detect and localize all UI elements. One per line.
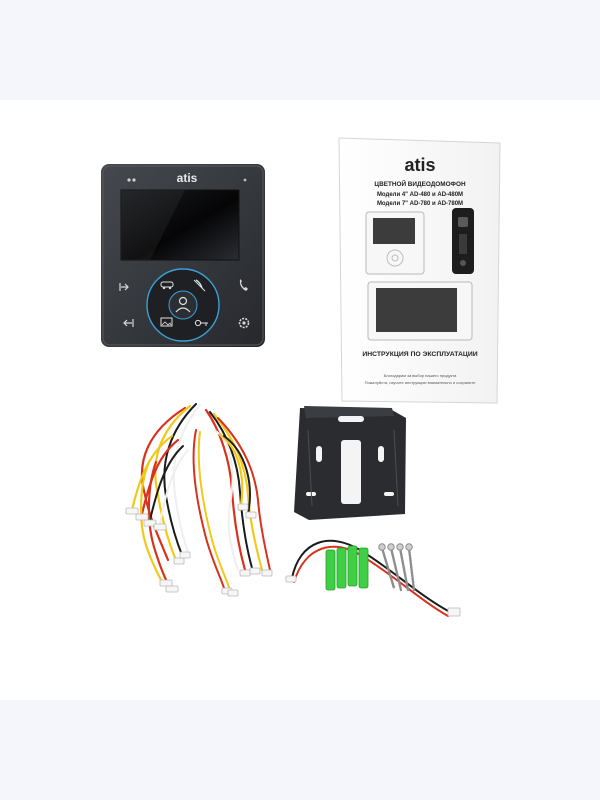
handset-off-icon — [193, 279, 206, 292]
phone-icon — [239, 279, 248, 291]
wire-harness-bundle — [130, 403, 271, 591]
manual-footer-title: ИНСТРУКЦИЯ ПО ЭКСПЛУАТАЦИИ — [362, 351, 477, 358]
back-arrow-icon — [123, 319, 134, 327]
mounting-screws — [378, 543, 416, 592]
manual-call-panel-image — [452, 208, 474, 274]
manual-fine-print-2: Пожалуйста, изучите инструкцию вниматель… — [365, 380, 477, 385]
manual-model-line-1: Модели 4" AD-480 и AD-480M — [377, 192, 463, 198]
mounting-bracket — [294, 406, 406, 520]
status-led — [127, 178, 131, 182]
microphone-hole — [243, 178, 247, 182]
two-wire-cable — [285, 539, 461, 617]
forward-arrow-icon — [119, 283, 129, 291]
manual-monitor-4-image — [365, 211, 425, 275]
manual-monitor-7-image — [367, 281, 473, 341]
monitor-screen — [120, 189, 240, 261]
top-margin-band — [0, 0, 600, 100]
car-icon — [160, 281, 174, 290]
product-photo: atis — [0, 100, 600, 700]
manual-fine-print-1: Благодарим за выбор нашего продукта — [384, 373, 458, 378]
manual-model-line-2: Модели 7" AD-780 и AD-780M — [377, 201, 463, 207]
monitor-brand-logo: atis — [177, 171, 198, 185]
user-icon — [175, 296, 191, 313]
manual-brand-logo: atis — [404, 155, 435, 175]
bottom-margin-band — [0, 700, 600, 800]
picture-icon — [160, 317, 173, 327]
instruction-manual: atis ЦВЕТНОЙ ВИДЕОДОМОФОН Модели 4" AD-4… — [338, 137, 501, 404]
wall-dowels — [325, 545, 369, 591]
intercom-monitor: atis — [101, 164, 265, 347]
gear-icon — [238, 317, 250, 329]
manual-title: ЦВЕТНОЙ ВИДЕОДОМОФОН — [374, 179, 466, 188]
key-icon — [194, 319, 208, 327]
button-ring — [146, 268, 220, 342]
wire-connector-set — [125, 503, 273, 597]
